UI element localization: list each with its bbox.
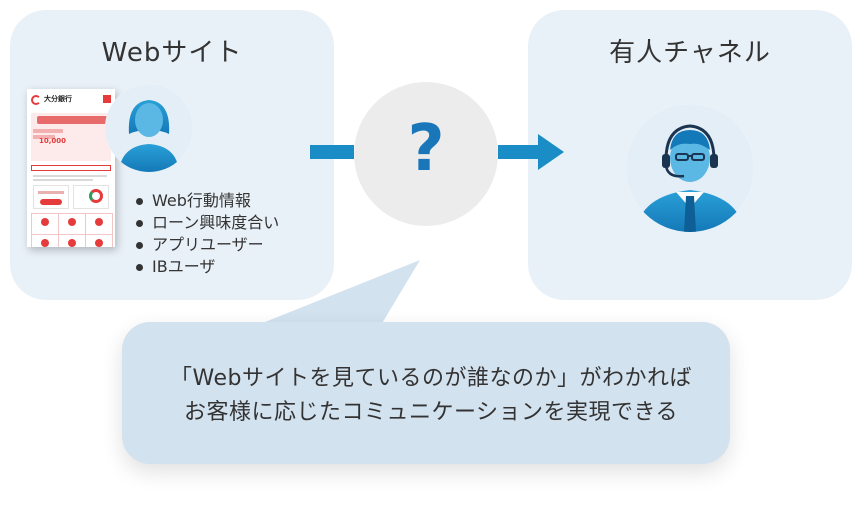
connector-arrow-left: [310, 145, 354, 159]
operator-headset-icon: [626, 104, 754, 232]
arrow-right-icon: [538, 134, 564, 170]
thumbnail-menu-cell: [31, 213, 59, 235]
thumbnail-banner-line: [33, 135, 55, 139]
bank-logo-icon: [31, 95, 41, 105]
list-item: アプリユーザー: [136, 234, 279, 256]
user-attribute-list: Web行動情報 ローン興味度合い アプリユーザー IBユーザ: [136, 190, 279, 278]
thumbnail-banner-heading: [37, 116, 107, 124]
list-item: Web行動情報: [136, 190, 279, 212]
thumbnail-bank-name: 大分銀行: [44, 95, 72, 103]
speech-bubble-line-2: お客様に応じたコミュニケーションを実現できる: [183, 400, 679, 425]
thumbnail-search-icon: [103, 95, 111, 103]
list-item: IBユーザ: [136, 256, 279, 278]
speech-bubble: [122, 322, 730, 464]
website-thumbnail: 大分銀行 10,000: [27, 89, 115, 247]
thumbnail-menu-cell: [58, 213, 86, 235]
thumbnail-card: [33, 185, 69, 209]
thumbnail-banner-line: [33, 129, 63, 133]
thumbnail-menu-cell: [31, 234, 59, 247]
thumbnail-notice-bar: [31, 165, 111, 171]
thumbnail-menu-cell: [58, 234, 86, 247]
thumbnail-text-line: [33, 179, 93, 181]
list-item: ローン興味度合い: [136, 212, 279, 234]
thumbnail-chart-icon: [89, 189, 103, 203]
user-avatar-icon: [105, 84, 193, 172]
thumbnail-text-line: [33, 175, 107, 177]
thumbnail-menu-cell: [85, 213, 113, 235]
speech-bubble-text: 「Webサイトを見ているのが誰なのか」がわかれば お客様に応じたコミュニケーショ…: [0, 362, 862, 430]
staffed-channel-panel-title: 有人チャネル: [609, 38, 771, 68]
website-panel-title: Webサイト: [101, 38, 243, 68]
thumbnail-banner-amount: 10,000: [39, 137, 67, 145]
connector-arrow-right: [498, 145, 540, 159]
question-mark-icon: ?: [407, 112, 445, 186]
speech-bubble-line-1: 「Webサイトを見ているのが誰なのか」がわかれば: [170, 366, 692, 391]
question-circle: ?: [354, 82, 498, 226]
thumbnail-menu-cell: [85, 234, 113, 247]
